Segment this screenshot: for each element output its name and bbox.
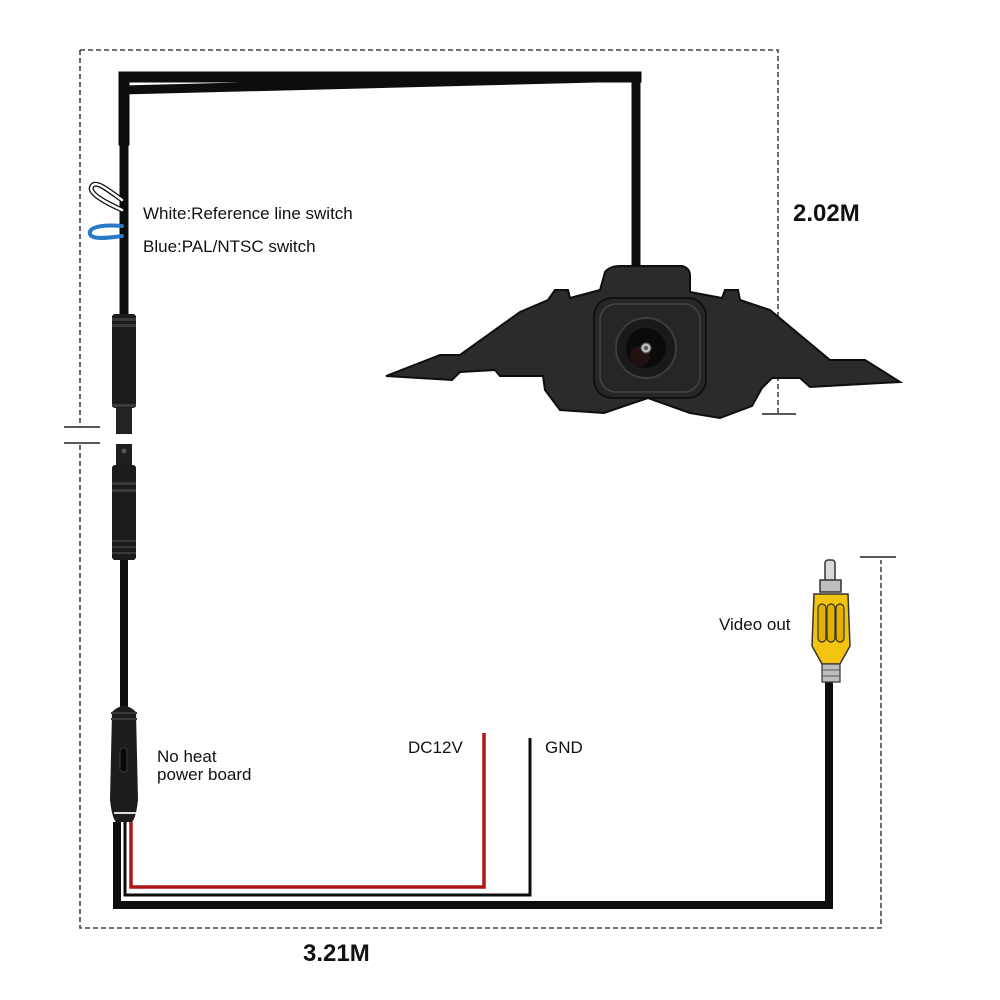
- dimension-lines: [79, 49, 882, 929]
- blue-wire-label: Blue:PAL/NTSC switch: [143, 237, 316, 256]
- video-out-label: Video out: [719, 615, 791, 634]
- switch-wires: [87, 181, 125, 240]
- gnd-label: GND: [545, 738, 583, 757]
- rca-plug: [811, 559, 851, 683]
- power-board: [110, 706, 138, 822]
- cable-length-lower: 3.21M: [303, 940, 370, 967]
- dc12v-label: DC12V: [408, 738, 463, 757]
- white-wire-label: White:Reference line switch: [143, 204, 353, 223]
- connector-male: [112, 314, 136, 434]
- bottom-wires: [113, 680, 833, 909]
- dimension-ticks: [64, 413, 896, 558]
- camera: [385, 265, 904, 420]
- connector-female: [112, 444, 136, 560]
- cable-length-upper: 2.02M: [793, 200, 860, 227]
- power-board-label: No heat power board: [157, 747, 252, 784]
